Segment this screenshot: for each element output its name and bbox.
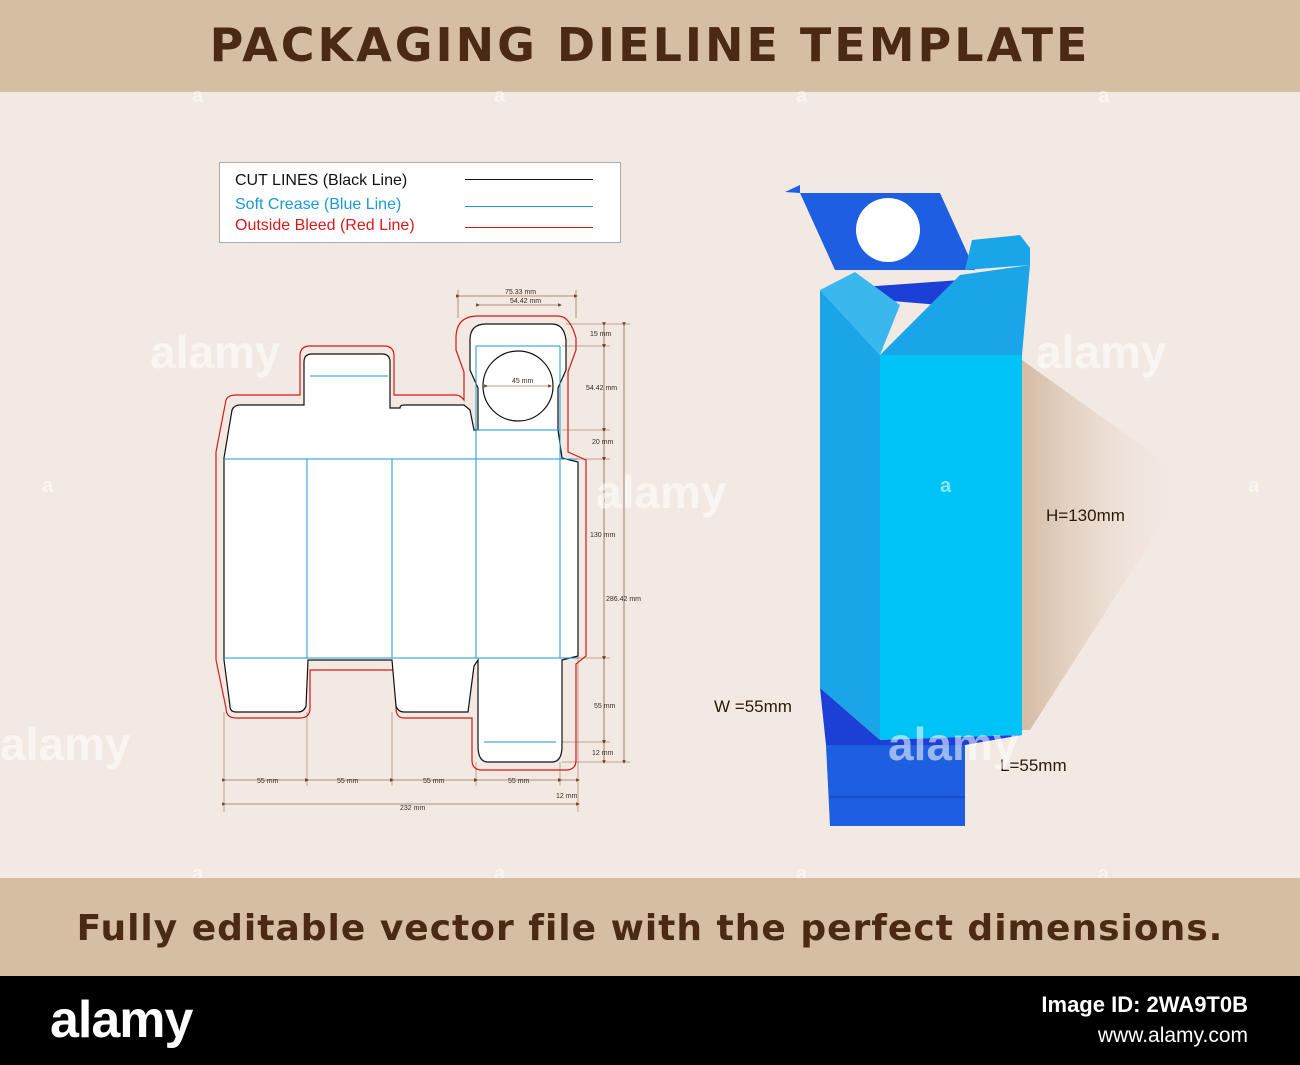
dim-v28642: 286.42 mm (606, 596, 641, 603)
watermarks: alamy alamy alamy alamy alamy a a a a a … (0, 85, 1260, 880)
watermark-symbol: a (192, 85, 204, 107)
dim-v12: 12 mm (592, 750, 614, 757)
right-tuck-flap (965, 235, 1030, 270)
legend-crease-label: Soft Crease (Blue Line) (235, 196, 402, 213)
watermark-text: alamy (0, 718, 131, 770)
watermark-symbol: a (796, 85, 808, 107)
dim-v15: 15 mm (590, 331, 612, 338)
header-band: PACKAGING DIELINE TEMPLATE (0, 0, 1300, 92)
brand-logo: alamy (50, 991, 193, 1049)
dim-h55-4: 55 mm (508, 778, 530, 785)
diagram-canvas: 45 mm 75.33 mm 54.42 mm 15 mm 54.42 mm 2 (0, 85, 1260, 880)
front-panel (880, 355, 1022, 740)
image-id: Image ID: 2WA9T0B (1041, 992, 1248, 1017)
dim-h55-3: 55 mm (423, 778, 445, 785)
dim-v5442: 54.42 mm (586, 385, 617, 392)
dieline-template: 45 mm 75.33 mm 54.42 mm 15 mm 54.42 mm 2 (215, 289, 641, 812)
legend-bleed-swatch (465, 227, 593, 228)
watermark-symbol: a (1248, 475, 1260, 497)
watermark-text: alamy (1036, 326, 1167, 378)
dim-top-outer: 75.33 mm (505, 289, 536, 296)
watermark-symbol: a (940, 475, 952, 497)
watermark-symbol: a (494, 863, 506, 880)
page-title: PACKAGING DIELINE TEMPLATE (209, 18, 1091, 72)
dim-top-inner: 54.42 mm (510, 298, 541, 305)
box-shadow (1022, 360, 1190, 730)
box-3d-mockup: H=130mm W =55mm L=55mm (714, 185, 1190, 826)
legend-crease-swatch (465, 206, 593, 207)
dim-circle: 45 mm (512, 378, 534, 385)
line-legend: CUT LINES (Black Line) Soft Crease (Blue… (219, 162, 621, 243)
bottom-side-panel (820, 688, 880, 745)
watermark-text: alamy (596, 466, 727, 518)
bleed-outline (215, 315, 587, 771)
watermark-symbol: a (494, 85, 506, 107)
flap-hole (856, 198, 920, 262)
width-label: W =55mm (714, 697, 792, 716)
dim-v20: 20 mm (592, 439, 614, 446)
tagline: Fully editable vector file with the perf… (76, 908, 1224, 949)
watermark-text: alamy (888, 718, 1019, 770)
watermark-symbol: a (42, 475, 54, 497)
right-dust-flap (880, 265, 1030, 355)
image-meta: Image ID: 2WA9T0B www.alamy.com (1041, 992, 1248, 1048)
side-panel (820, 290, 880, 740)
bottom-flap (826, 745, 965, 826)
tagline-band: Fully editable vector file with the perf… (0, 878, 1300, 976)
dim-h12: 12 mm (556, 793, 578, 800)
dim-h55-2: 55 mm (337, 778, 359, 785)
crease-lines (224, 345, 578, 743)
dim-v130: 130 mm (590, 532, 615, 539)
dim-h55-1: 55 mm (257, 778, 279, 785)
site-url: www.alamy.com (1097, 1024, 1248, 1047)
left-dust-flap (820, 272, 900, 355)
dim-h232: 232 mm (400, 805, 425, 812)
legend-cut-swatch (465, 179, 593, 180)
stock-footer: alamy Image ID: 2WA9T0B www.alamy.com (0, 976, 1300, 1065)
watermark-symbol: a (1098, 863, 1110, 880)
watermark-symbol: a (192, 863, 204, 880)
cut-outline (223, 323, 579, 763)
watermark-symbol: a (345, 603, 357, 625)
legend-cut-label: CUT LINES (Black Line) (235, 172, 408, 189)
watermark-symbol: a (1098, 85, 1110, 107)
watermark-text: alamy (150, 326, 281, 378)
legend-bleed-label: Outside Bleed (Red Line) (235, 217, 415, 234)
length-label: L=55mm (1000, 756, 1067, 775)
dim-v55: 55 mm (594, 703, 616, 710)
height-label: H=130mm (1046, 506, 1125, 525)
watermark-symbol: a (796, 863, 808, 880)
